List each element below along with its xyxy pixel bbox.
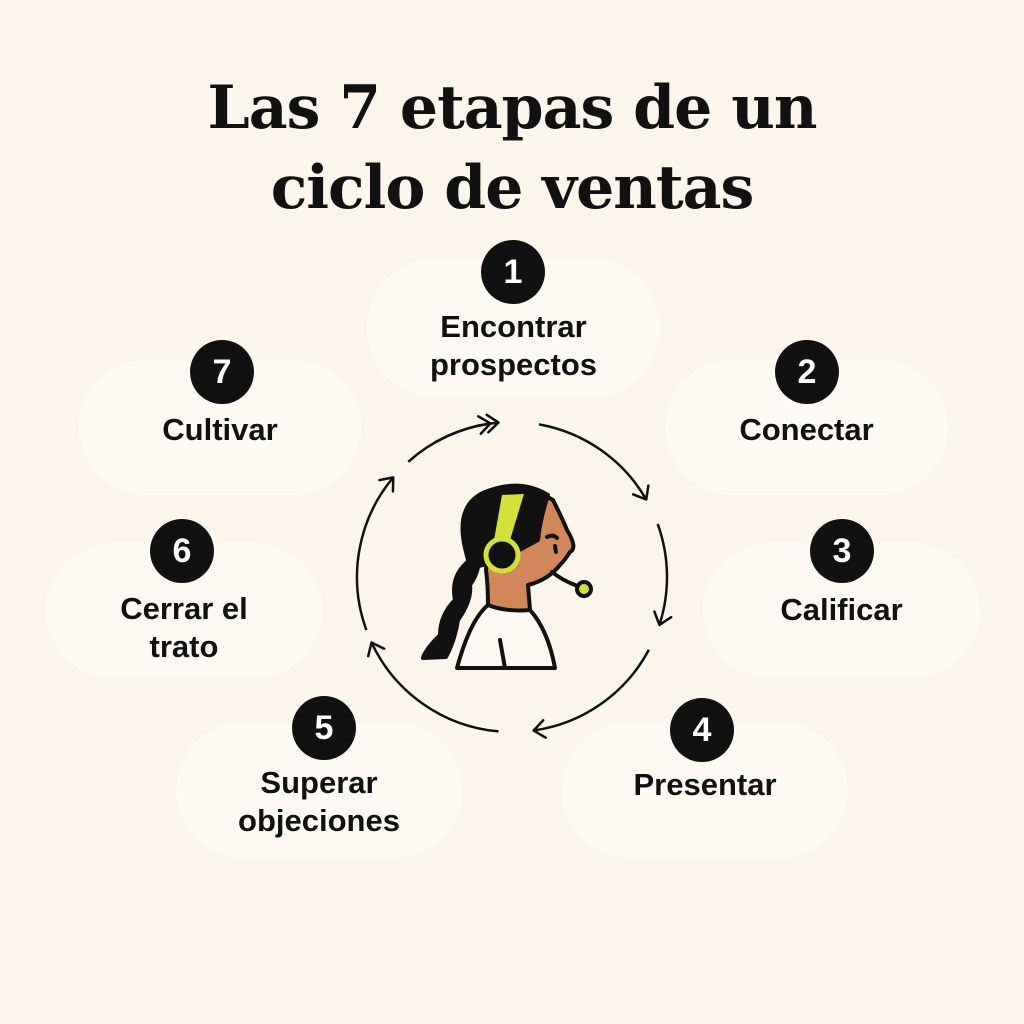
stage-number-badge: 7 bbox=[190, 340, 254, 404]
arrowhead-icon bbox=[631, 484, 650, 501]
page-title: Las 7 etapas de un ciclo de ventas bbox=[0, 68, 1024, 228]
cycle-arc bbox=[370, 641, 499, 733]
microphone bbox=[575, 580, 593, 598]
cycle-arc bbox=[355, 476, 395, 631]
stage-card-4: 4 Presentar bbox=[562, 698, 848, 858]
stage-number-badge: 6 bbox=[150, 519, 214, 583]
stage-number-badge: 4 bbox=[670, 698, 734, 762]
stage-label: Presentar bbox=[633, 767, 777, 802]
cycle-arc bbox=[538, 423, 648, 501]
braid bbox=[421, 558, 481, 660]
stage-label: Calificar bbox=[780, 592, 903, 627]
stage-number-badge: 1 bbox=[481, 240, 545, 304]
stage-card-2: 2 Conectar bbox=[665, 340, 948, 495]
stage-number-badge: 3 bbox=[810, 519, 874, 583]
headband bbox=[494, 494, 524, 540]
stage-label: Conectar bbox=[739, 412, 874, 447]
stage-card-7: 7 Cultivar bbox=[79, 340, 361, 495]
arrowhead-icon bbox=[378, 476, 395, 493]
arrowhead-icon bbox=[485, 413, 500, 434]
cycle-arc bbox=[656, 523, 669, 626]
arrowhead-icon bbox=[532, 718, 547, 739]
ear-cup bbox=[483, 536, 521, 574]
arrowhead-icon bbox=[366, 641, 386, 658]
stage-card-3: 3 Calificar bbox=[703, 519, 980, 678]
stage-number-badge: 2 bbox=[775, 340, 839, 404]
cycle-arc bbox=[533, 649, 650, 732]
title-line-1: Las 7 etapas de un bbox=[207, 73, 818, 143]
arrowhead-icon bbox=[477, 415, 492, 436]
stage-label: Cultivar bbox=[162, 412, 278, 447]
stage-number-badge: 5 bbox=[292, 696, 356, 760]
title-line-2: ciclo de ventas bbox=[270, 153, 755, 223]
arrowhead-icon bbox=[653, 610, 673, 627]
cycle-arc bbox=[407, 422, 491, 463]
shirt bbox=[455, 603, 557, 670]
